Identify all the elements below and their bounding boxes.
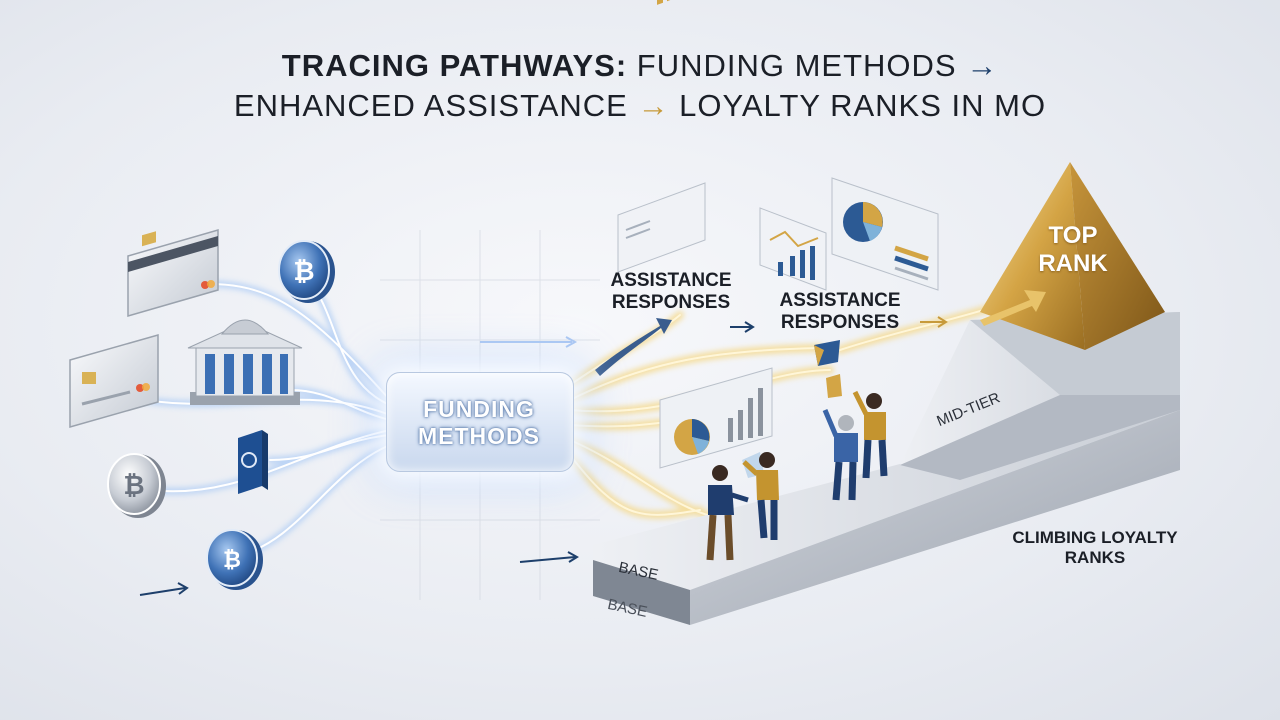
trend-arrow-icon bbox=[595, 318, 672, 376]
bank-icon bbox=[187, 319, 303, 405]
bitcoin-icon: ₿ bbox=[278, 240, 335, 303]
svg-text:₿: ₿ bbox=[123, 471, 144, 501]
title-line-2: ENHANCED ASSISTANCE → LOYALTY RANKS IN M… bbox=[0, 86, 1280, 126]
gold-arrow-icon bbox=[980, 290, 1046, 326]
funding-methods-label: FUNDING METHODS bbox=[418, 396, 540, 449]
chart-panel-icon bbox=[831, 177, 939, 291]
assistance-responses-label-1: ASSISTANCE RESPONSES bbox=[610, 270, 732, 313]
credit-card-icon bbox=[69, 334, 159, 428]
funding-methods-node bbox=[386, 372, 574, 472]
climbing-loyalty-ranks-label: CLIMBING LOYALTY RANKS bbox=[1012, 528, 1178, 567]
title-part: FUNDING METHODS bbox=[627, 48, 967, 83]
title-arrow-gold: → bbox=[637, 88, 670, 123]
bitcoin-icon: ₿ bbox=[107, 453, 166, 518]
svg-text:₿: ₿ bbox=[293, 257, 314, 287]
title-line-1: TRACING PATHWAYS: FUNDING METHODS → bbox=[0, 46, 1280, 86]
flag-icon bbox=[742, 340, 842, 478]
bitcoin-icon: ₿ bbox=[206, 529, 263, 590]
title-arrow-blue: → bbox=[966, 48, 999, 83]
title-part: LOYALTY RANKS IN MO bbox=[669, 88, 1047, 123]
chart-panel-icon bbox=[617, 0, 706, 273]
arrow-icon bbox=[139, 316, 948, 596]
svg-text:₿: ₿ bbox=[223, 548, 241, 573]
top-rank-label: TOP RANK bbox=[1038, 222, 1108, 277]
funding-streams bbox=[116, 271, 394, 559]
title-part: ENHANCED ASSISTANCE bbox=[233, 88, 638, 123]
credit-card-icon bbox=[127, 229, 219, 317]
assistance-responses-label-2: ASSISTANCE RESPONSES bbox=[779, 290, 901, 333]
loyalty-staircase bbox=[593, 162, 1180, 625]
chart-panel-icon bbox=[759, 207, 827, 291]
people-icon bbox=[706, 390, 888, 561]
chart-panel-icon bbox=[659, 367, 773, 469]
phone-wallet-icon bbox=[238, 430, 268, 494]
title-bold: TRACING PATHWAYS: bbox=[281, 48, 628, 83]
